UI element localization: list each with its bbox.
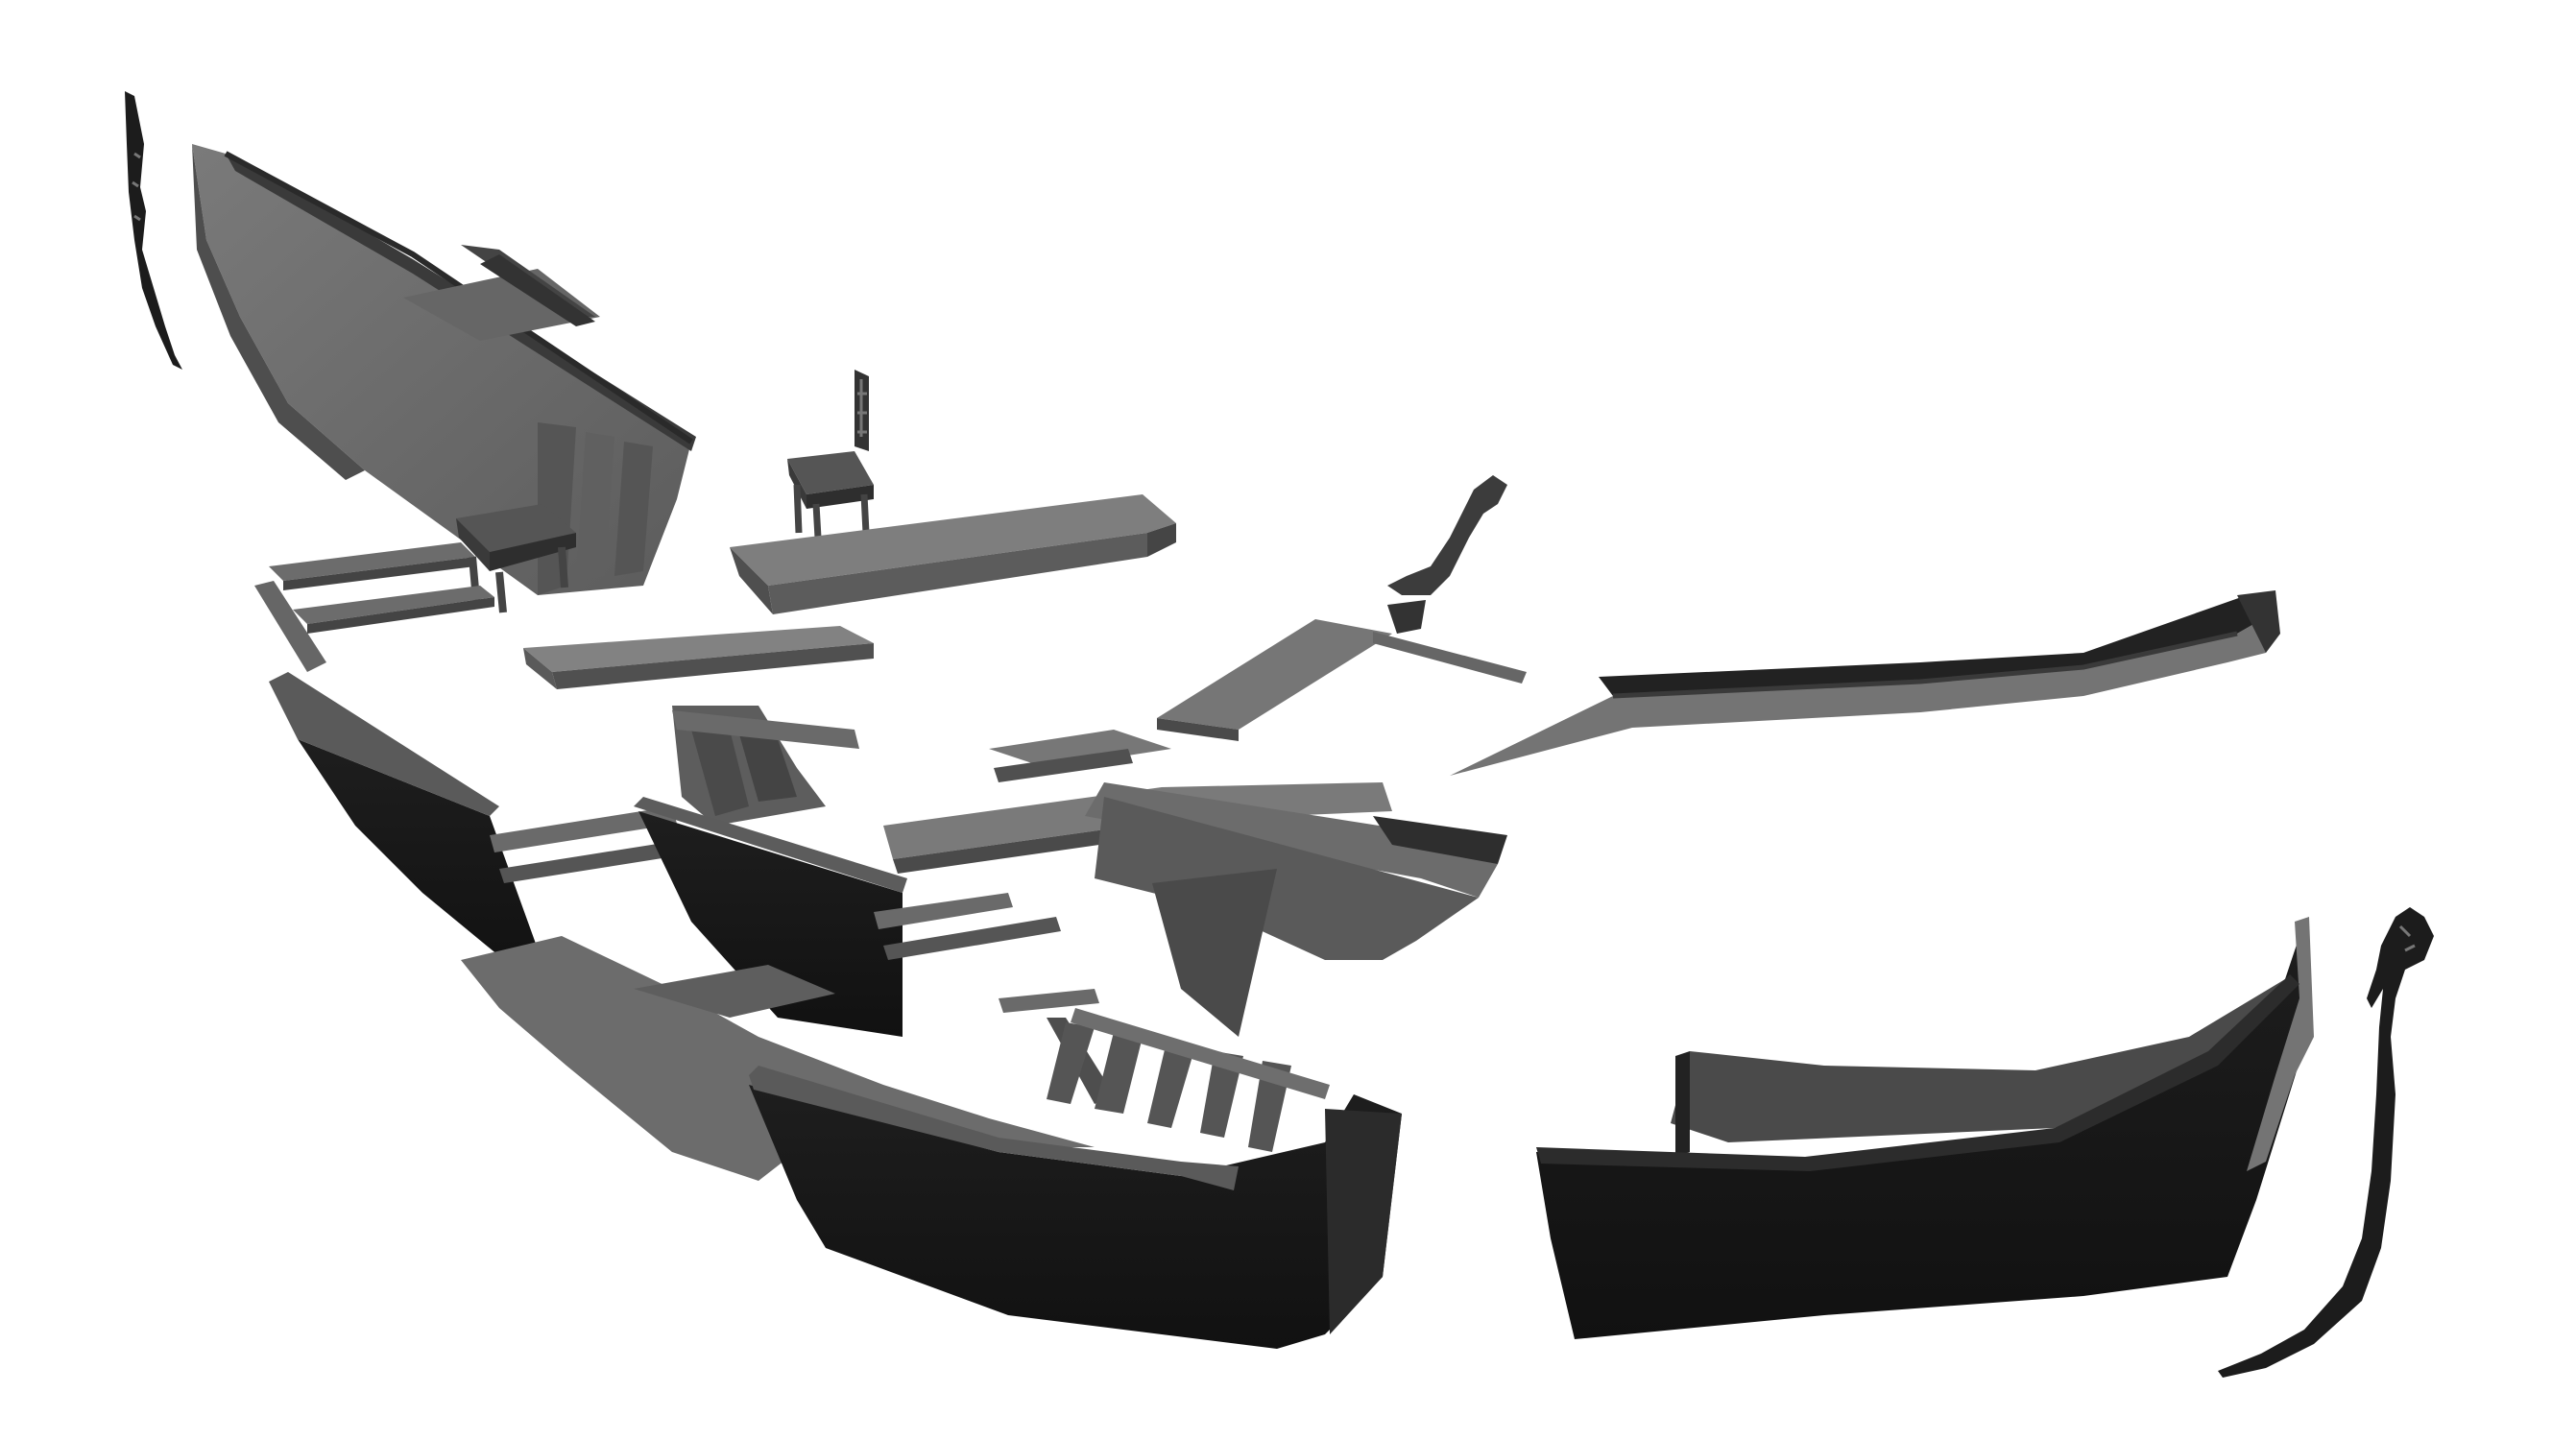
stern-hull-section [192, 144, 696, 595]
bow-ornament [2218, 907, 2434, 1378]
oar-rest-plank [1157, 619, 1527, 741]
frame-ribs [1047, 1008, 1330, 1152]
frame-ribs [490, 706, 859, 883]
hull-segment [749, 1066, 1402, 1349]
frame-ribs [874, 730, 1507, 1037]
deck-plank [730, 494, 1176, 614]
hull-segment [634, 797, 907, 1037]
stern-bench-board [523, 626, 874, 689]
forcola-oarlock [1387, 475, 1507, 634]
side-gunwale-rail [1450, 590, 2280, 776]
deck-plank [269, 542, 494, 634]
seat-chair [456, 504, 576, 613]
ferro-prow-ornament [125, 91, 182, 370]
bow-hull-section [1536, 917, 2314, 1339]
seat-chair [787, 370, 874, 539]
hull-segment [254, 581, 552, 989]
